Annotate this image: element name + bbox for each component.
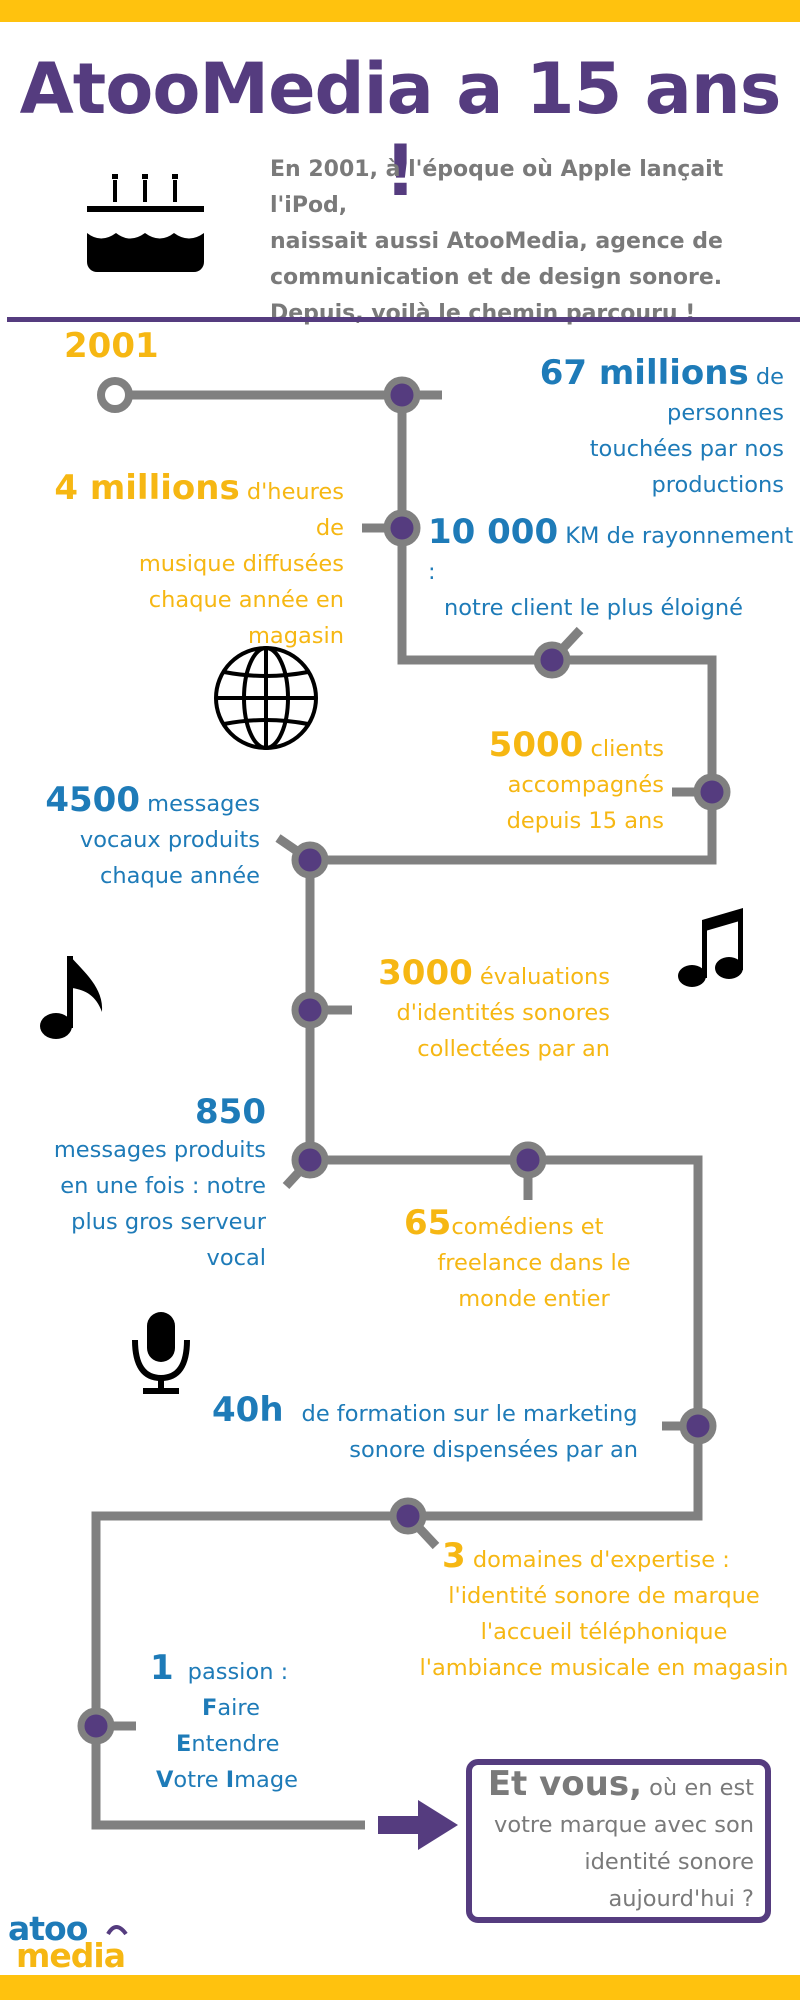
- start-year: 2001: [64, 326, 159, 366]
- fact-text: chaque année: [100, 863, 260, 889]
- bottom-accent-bar: [0, 1975, 800, 2000]
- fact-text: évaluations: [472, 964, 610, 990]
- milestone-node: [77, 1707, 115, 1745]
- top-accent-bar: [0, 0, 800, 22]
- cta-line: aujourd'hui ?: [608, 1886, 754, 1912]
- acronym-letter: I: [225, 1767, 235, 1793]
- fact-number: 67 millions: [539, 353, 749, 393]
- milestone-node: [383, 509, 421, 547]
- fact-text: ntendre: [191, 1731, 280, 1757]
- fact-4-millions: 4 millions d'heures de musique diffusées…: [20, 470, 344, 654]
- timeline-start: [97, 377, 133, 413]
- fact-text: productions: [651, 472, 784, 498]
- cta-heading: Et vous,: [487, 1764, 643, 1804]
- cta-box[interactable]: [466, 1759, 771, 1923]
- logo-atoo: atoo: [8, 1909, 88, 1948]
- fact-text: freelance dans le: [437, 1250, 631, 1276]
- fact-3000-evaluations: 3000 évaluations d'identités sonores col…: [360, 955, 610, 1067]
- milestone-node: [389, 1497, 427, 1535]
- fact-text: sonore dispensées par an: [349, 1437, 638, 1463]
- intro-line: communication et de design sonore.: [270, 265, 723, 290]
- fact-text: passion :: [187, 1659, 289, 1685]
- fact-text: vocal: [206, 1245, 267, 1271]
- fact-40h-formation: 40h de formation sur le marketing sonore …: [212, 1392, 652, 1468]
- acronym-letter: F: [202, 1695, 218, 1721]
- fact-text: chaque année en: [148, 587, 344, 613]
- music-notes-icon: [678, 908, 743, 987]
- milestone-node: [291, 841, 329, 879]
- milestone-node: [291, 1141, 329, 1179]
- fact-text: l'ambiance musicale en magasin: [419, 1655, 789, 1681]
- fact-number: 3000: [378, 953, 473, 993]
- fact-text: musique diffusées: [138, 551, 344, 577]
- milestone-node: [291, 991, 329, 1029]
- fact-text: l'accueil téléphonique: [480, 1619, 728, 1645]
- fact-text: messages: [140, 791, 260, 817]
- fact-text: touchées par nos: [589, 436, 784, 462]
- fact-text: messages produits: [53, 1137, 266, 1163]
- fact-text: collectées par an: [417, 1036, 610, 1062]
- fact-text: l'identité sonore de marque: [448, 1583, 760, 1609]
- fact-text: d'identités sonores: [396, 1000, 610, 1026]
- intro-line: naissait aussi AtooMedia, agence de: [270, 229, 723, 254]
- fact-number: 4500: [45, 780, 140, 820]
- fact-65-comediens: 65comédiens et freelance dans le monde e…: [404, 1205, 664, 1317]
- fact-text: otre: [173, 1767, 226, 1793]
- fact-number: 4 millions: [54, 468, 240, 508]
- section-divider: [7, 317, 800, 322]
- fact-text: notre client le plus éloigné: [444, 595, 743, 621]
- fact-text: accompagnés: [507, 772, 664, 798]
- cta-line: votre marque avec son: [494, 1812, 754, 1838]
- fact-850-messages: 850 messages produits en une fois : notr…: [20, 1092, 266, 1276]
- milestone-node: [679, 1407, 717, 1445]
- logo-media: media: [16, 1936, 126, 1975]
- milestone-node: [383, 376, 421, 414]
- eighth-note-icon: [40, 956, 103, 1039]
- fact-text: magasin: [247, 623, 344, 649]
- fact-text: vocaux produits: [79, 827, 260, 853]
- fact-text: d'heures de: [239, 479, 344, 541]
- globe-icon: [214, 646, 318, 750]
- fact-number: 10 000: [428, 512, 559, 552]
- fact-text: clients: [583, 736, 664, 762]
- acronym-letter: E: [176, 1731, 192, 1757]
- fact-text: plus gros serveur: [71, 1209, 266, 1235]
- fact-text: de personnes: [667, 364, 784, 426]
- fact-number: 5000: [488, 725, 584, 765]
- microphone-icon: [132, 1312, 190, 1394]
- fact-text: depuis 15 ans: [506, 808, 664, 834]
- acronym-letter: V: [156, 1767, 174, 1793]
- arrow-right-icon: [378, 1800, 458, 1850]
- fact-number: 850: [195, 1092, 266, 1132]
- fact-text: aire: [217, 1695, 261, 1721]
- fact-10000-km: 10 000 KM de rayonnement : notre client …: [428, 514, 800, 626]
- milestone-node: [693, 773, 731, 811]
- fact-text: en une fois : notre: [60, 1173, 266, 1199]
- cta-text: Et vous, où en est votre marque avec son…: [474, 1766, 754, 1918]
- fact-number: 3: [442, 1536, 466, 1576]
- fact-text: comédiens et: [451, 1214, 604, 1240]
- page-title: AtooMedia a 15 ans !: [19, 48, 782, 212]
- fact-number: 65: [404, 1203, 452, 1243]
- fact-67-millions: 67 millions de personnes touchées par no…: [420, 355, 784, 503]
- fact-text: domaines d'expertise :: [465, 1547, 730, 1573]
- cta-line: identité sonore: [584, 1849, 754, 1875]
- cta-line: où en est: [642, 1775, 754, 1801]
- milestone-node: [509, 1141, 547, 1179]
- fact-3-domaines: 3 domaines d'expertise : l'identité sono…: [408, 1538, 800, 1686]
- intro-line: En 2001, à l'époque où Apple lançait l'i…: [270, 157, 724, 218]
- milestone-node: [533, 641, 571, 679]
- fact-text: KM de rayonnement :: [428, 523, 794, 585]
- fact-text: monde entier: [458, 1286, 610, 1312]
- fact-text: mage: [234, 1767, 298, 1793]
- fact-number: 1: [150, 1648, 174, 1688]
- fact-5000-clients: 5000 clients accompagnés depuis 15 ans: [420, 727, 664, 839]
- fact-4500-messages: 4500 messages vocaux produits chaque ann…: [20, 782, 260, 894]
- fact-1-passion: 1 passion : Faire Entendre Votre Image: [150, 1650, 370, 1798]
- fact-text: de formation sur le marketing: [301, 1401, 638, 1427]
- fact-number: 40h: [212, 1390, 284, 1430]
